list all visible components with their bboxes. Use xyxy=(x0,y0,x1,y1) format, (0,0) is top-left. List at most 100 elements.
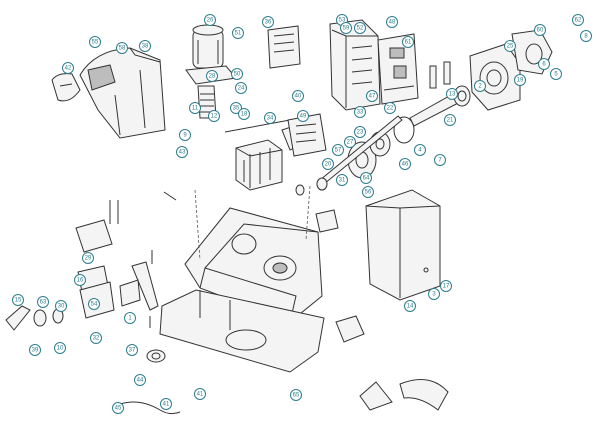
bracket-part xyxy=(267,25,301,69)
callout-circle xyxy=(232,27,244,39)
callout-number: 34 xyxy=(267,116,274,122)
callout-circle xyxy=(126,344,138,356)
screw-part xyxy=(109,191,177,328)
callout-number: 27 xyxy=(347,140,354,146)
callout-circle xyxy=(179,129,191,141)
callout-number: 45 xyxy=(115,406,122,412)
callout-31: 31 xyxy=(336,174,348,186)
callout-circle xyxy=(29,344,41,356)
callout-number: 64 xyxy=(363,176,370,182)
callout-number: 43 xyxy=(179,150,186,156)
callout-number: 10 xyxy=(57,346,64,352)
callout-circle xyxy=(89,36,101,48)
callout-number: 32 xyxy=(93,336,100,342)
callout-number: 46 xyxy=(402,162,409,168)
callout-number: 53 xyxy=(339,18,346,24)
callout-number: 28 xyxy=(209,74,216,80)
callout-number: 41 xyxy=(197,392,204,398)
callout-circle xyxy=(444,114,456,126)
callout-number: 38 xyxy=(142,44,149,50)
callout-number: 57 xyxy=(335,148,342,154)
callout-15: 15 xyxy=(12,294,24,306)
callout-circle xyxy=(54,342,66,354)
callout-number: 5 xyxy=(554,72,558,78)
callout-circle xyxy=(230,102,242,114)
callout-circle xyxy=(402,36,414,48)
callout-circle xyxy=(572,14,584,26)
callout-10: 10 xyxy=(54,342,66,354)
callout-circle xyxy=(384,102,396,114)
callout-48: 48 xyxy=(386,16,398,28)
callout-39: 39 xyxy=(29,344,41,356)
callout-circle xyxy=(238,108,250,120)
callout-number: 22 xyxy=(387,106,394,112)
callout-circle xyxy=(332,144,344,156)
callout-45: 45 xyxy=(112,402,124,414)
key-part xyxy=(5,305,64,331)
callout-number: 37 xyxy=(129,348,136,354)
callout-61: 61 xyxy=(402,36,414,48)
callout-16: 16 xyxy=(74,274,86,286)
housing-frame-part xyxy=(329,19,381,111)
callout-circle xyxy=(362,186,374,198)
callout-56: 56 xyxy=(362,186,374,198)
callout-number: 16 xyxy=(77,278,84,284)
callout-circle xyxy=(297,110,309,122)
callout-55: 55 xyxy=(89,36,101,48)
callout-22: 22 xyxy=(384,102,396,114)
callout-33: 33 xyxy=(354,106,366,118)
callout-62: 62 xyxy=(572,14,584,26)
callout-number: 63 xyxy=(40,300,47,306)
callout-7: 7 xyxy=(434,154,446,166)
callout-number: 40 xyxy=(295,94,302,100)
callout-circle xyxy=(336,174,348,186)
callout-circle xyxy=(404,300,416,312)
callout-63: 63 xyxy=(37,296,49,308)
callout-42: 42 xyxy=(62,62,74,74)
callout-8: 8 xyxy=(580,30,592,42)
callout-circle xyxy=(354,106,366,118)
control-board-part xyxy=(377,33,419,105)
callout-circle xyxy=(208,110,220,122)
base-plate-part xyxy=(159,289,325,373)
callout-number: 25 xyxy=(507,44,514,50)
callout-number: 41 xyxy=(163,402,170,408)
callout-12: 12 xyxy=(208,110,220,122)
callout-circle xyxy=(534,24,546,36)
callout-circle xyxy=(550,68,562,80)
callout-number: 4 xyxy=(418,148,422,154)
callout-circle xyxy=(55,300,67,312)
callout-number: 65 xyxy=(293,393,300,399)
callout-number: 55 xyxy=(92,40,99,46)
callout-32: 32 xyxy=(90,332,102,344)
callout-number: 13 xyxy=(449,92,456,98)
callout-circle xyxy=(322,158,334,170)
callout-number: 62 xyxy=(575,18,582,24)
rack-bracket-part xyxy=(359,379,449,411)
callout-64: 64 xyxy=(360,172,372,184)
callout-number: 44 xyxy=(137,378,144,384)
callout-circle xyxy=(37,296,49,308)
callout-number: 3 xyxy=(432,292,436,298)
callout-4: 4 xyxy=(414,144,426,156)
callout-26: 26 xyxy=(204,14,216,26)
callout-circle xyxy=(344,136,356,148)
callout-number: 39 xyxy=(32,348,39,354)
callout-number: 59 xyxy=(343,26,350,32)
callout-11: 11 xyxy=(189,102,201,114)
callout-number: 14 xyxy=(407,304,414,310)
callout-21: 21 xyxy=(444,114,456,126)
callout-number: 30 xyxy=(58,304,65,310)
callout-circle xyxy=(116,42,128,54)
callout-number: 54 xyxy=(91,302,98,308)
callout-circle xyxy=(176,146,188,158)
callout-number: 1 xyxy=(128,316,132,322)
callout-circle xyxy=(360,172,372,184)
callout-circle xyxy=(112,402,124,414)
callout-circle xyxy=(474,80,486,92)
callout-circle xyxy=(139,40,151,52)
callout-circle xyxy=(124,312,136,324)
callout-50: 50 xyxy=(231,68,243,80)
callout-30: 30 xyxy=(55,300,67,312)
